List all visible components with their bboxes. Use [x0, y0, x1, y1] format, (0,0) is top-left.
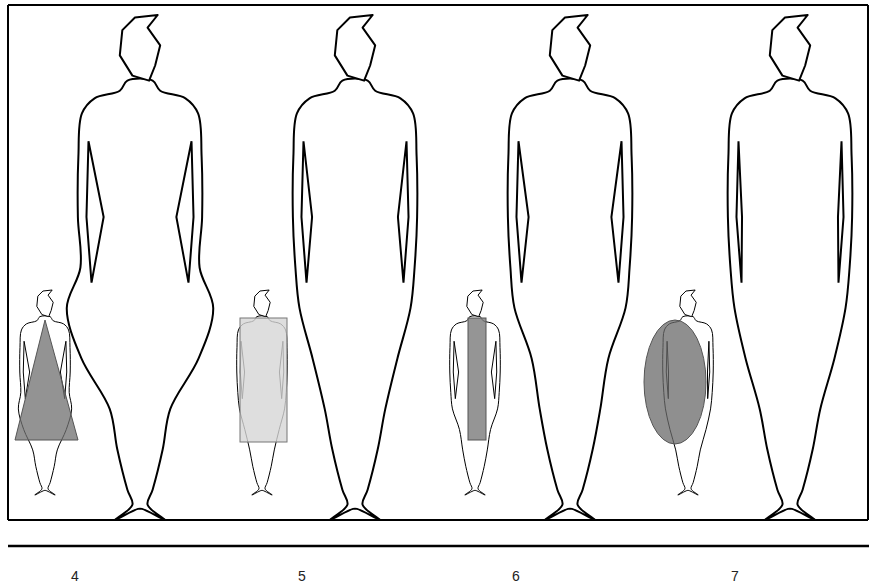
body-silhouette	[508, 79, 633, 520]
frame-line	[7, 5, 9, 520]
head-outline	[120, 15, 160, 81]
triangle-shape	[15, 320, 78, 440]
figure-number: 4	[55, 568, 95, 584]
head-outline	[335, 15, 375, 81]
frame-line	[8, 519, 868, 521]
silhouette-group	[15, 15, 852, 520]
arm-gap	[176, 141, 193, 282]
head-outline	[550, 15, 590, 81]
frame-line	[8, 4, 868, 6]
rule-line	[8, 545, 869, 548]
head-outline	[467, 290, 483, 317]
head-outline	[37, 290, 53, 317]
arm-gap	[491, 341, 496, 398]
arm-gap	[707, 341, 709, 398]
arm-gap	[736, 141, 742, 282]
arm-gap	[86, 141, 103, 282]
body-silhouette	[293, 79, 418, 520]
arm-gap	[516, 141, 528, 282]
arm-gap	[398, 141, 409, 282]
body-silhouette	[67, 79, 213, 520]
arm-gap	[611, 141, 623, 282]
body-silhouette	[728, 79, 853, 520]
arm-gap	[453, 341, 458, 398]
column-shape	[468, 318, 486, 440]
figure-number: 6	[496, 568, 536, 584]
figure-number: 5	[282, 568, 322, 584]
head-outline	[254, 290, 270, 317]
body-silhouette	[237, 316, 288, 495]
arm-gap	[301, 141, 312, 282]
arm-gap	[838, 141, 844, 282]
head-outline	[680, 290, 696, 317]
figure-number: 7	[715, 568, 755, 584]
body-silhouette	[450, 316, 501, 495]
frame-line	[867, 5, 869, 520]
head-outline	[770, 15, 810, 81]
rectangle-shape	[240, 318, 287, 442]
oval-shape	[644, 320, 706, 444]
